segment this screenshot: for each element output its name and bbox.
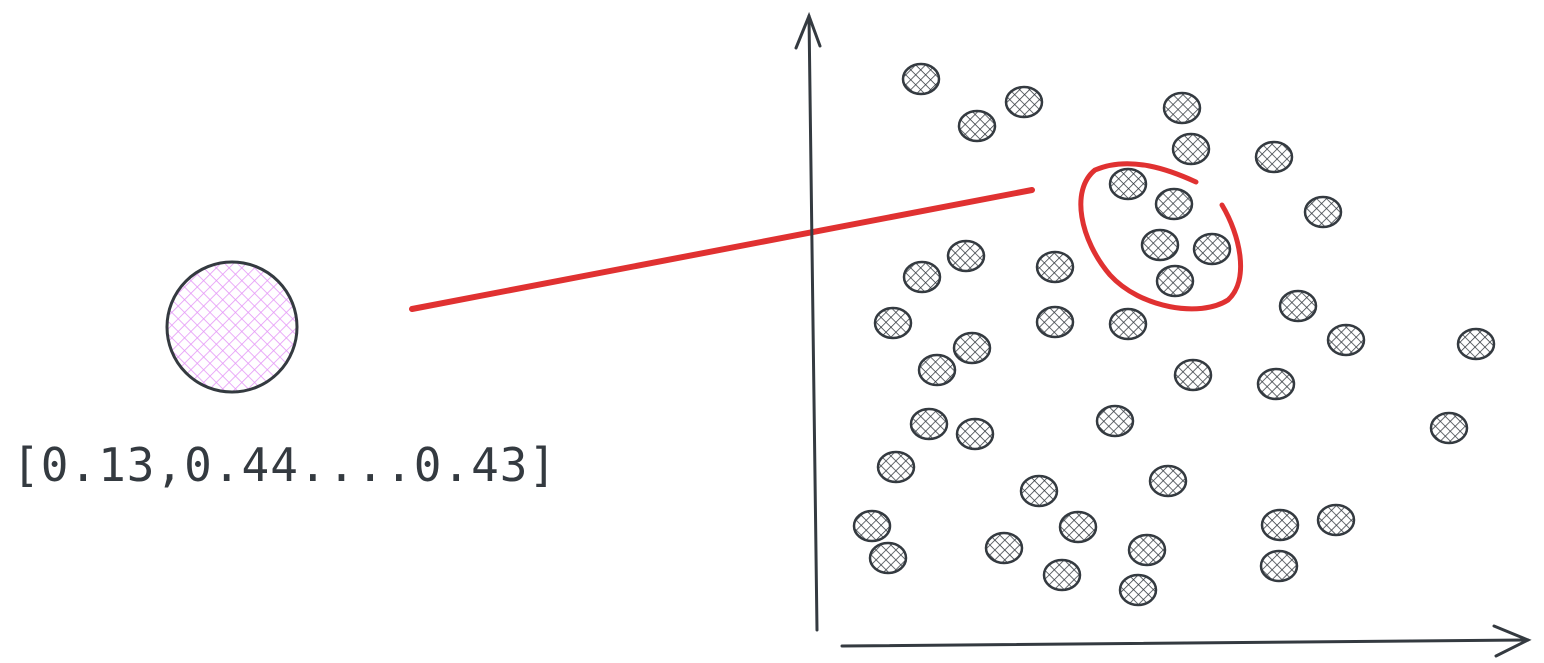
data-point — [1108, 307, 1148, 341]
data-point — [868, 541, 908, 575]
data-point-cloud — [852, 62, 1496, 607]
data-point — [876, 450, 916, 484]
data-point — [909, 407, 949, 441]
data-point — [1326, 323, 1366, 357]
data-point — [984, 531, 1024, 565]
data-point — [1095, 404, 1135, 438]
data-point — [952, 331, 992, 365]
data-point — [873, 306, 913, 340]
data-point — [1162, 91, 1202, 125]
data-point — [1259, 549, 1299, 583]
data-point — [1316, 503, 1356, 537]
data-point — [1042, 558, 1082, 592]
data-point — [1019, 474, 1059, 508]
query-point-circle — [165, 260, 299, 394]
query-vector-label: [0.13,0.44....0.43] — [12, 438, 558, 492]
data-point — [1173, 358, 1213, 392]
nearest-neighbors-highlight — [1078, 161, 1243, 312]
data-point — [852, 509, 892, 543]
data-point — [1254, 140, 1294, 174]
data-point — [1154, 187, 1194, 221]
data-point — [946, 239, 986, 273]
data-point — [1256, 367, 1296, 401]
data-point — [1118, 573, 1158, 607]
data-point — [902, 260, 942, 294]
data-point — [1303, 195, 1343, 229]
data-point — [901, 62, 941, 96]
data-point — [1278, 289, 1318, 323]
data-point — [1148, 464, 1188, 498]
data-point — [1192, 232, 1232, 266]
data-point — [957, 109, 997, 143]
data-point — [1035, 305, 1075, 339]
data-point — [1155, 264, 1195, 298]
data-point — [1456, 327, 1496, 361]
data-point — [1127, 533, 1167, 567]
query-connector-line — [409, 187, 1035, 312]
data-point — [1004, 85, 1044, 119]
data-point — [1108, 167, 1148, 201]
data-point — [917, 353, 957, 387]
data-point — [1058, 510, 1098, 544]
y-axis-arrow — [794, 11, 822, 632]
data-point — [1260, 508, 1300, 542]
data-point — [1140, 228, 1180, 262]
x-axis-arrow — [840, 624, 1532, 658]
data-point — [1035, 250, 1075, 284]
data-point — [1429, 411, 1469, 445]
data-point — [955, 417, 995, 451]
data-point — [1171, 132, 1211, 166]
